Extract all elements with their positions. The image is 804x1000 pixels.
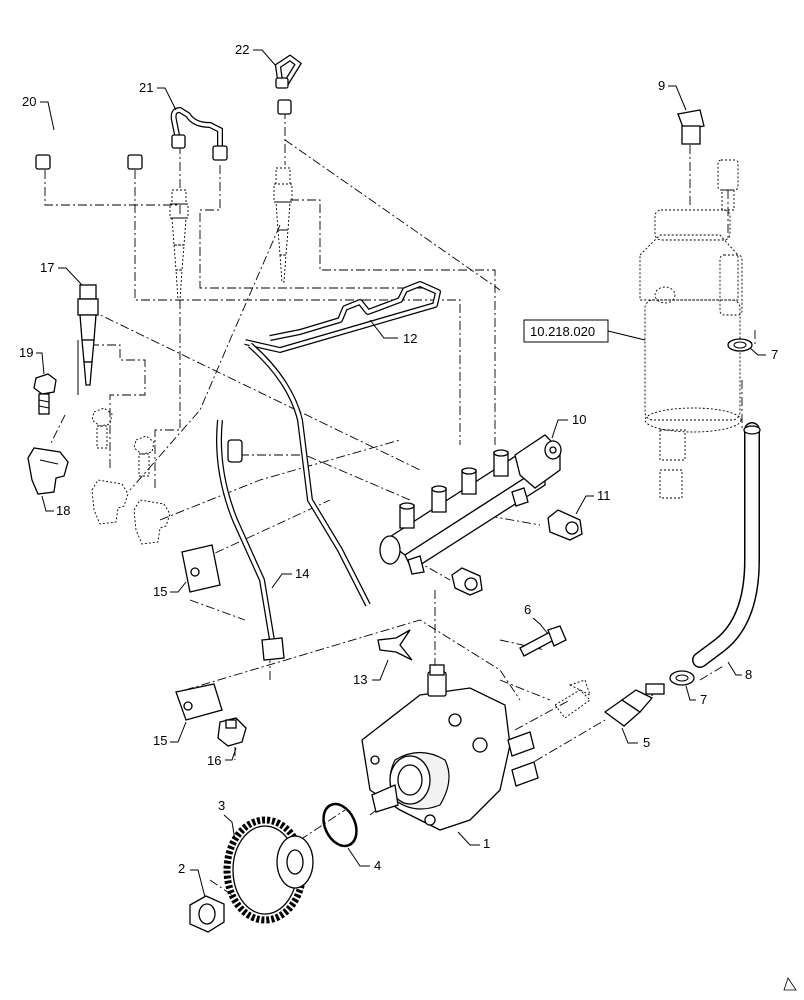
fuel-pipe-21 (170, 106, 228, 161)
callout-15-upper[interactable]: 15 (153, 584, 167, 599)
bolt-11 (547, 509, 583, 541)
callout-22[interactable]: 22 (235, 42, 249, 57)
callout-19[interactable]: 19 (19, 345, 33, 360)
callout-17[interactable]: 17 (40, 260, 54, 275)
bolt-9 (677, 109, 705, 145)
injector-17 (77, 284, 99, 395)
elbow-fitting-ghost (554, 679, 591, 719)
fuel-pipe-20 (35, 128, 143, 170)
callout-1[interactable]: 1 (483, 836, 490, 851)
hose-clamp-7-lower (669, 670, 695, 686)
reference-box[interactable]: 10.218.020 (523, 319, 646, 343)
callout-21[interactable]: 21 (139, 80, 153, 95)
callout-15-lower[interactable]: 15 (153, 733, 167, 748)
callout-10[interactable]: 10 (572, 412, 586, 427)
callout-8[interactable]: 8 (745, 667, 752, 682)
bolt-19 (33, 373, 57, 415)
bracket-15-lower (175, 683, 223, 721)
callout-7-lower[interactable]: 7 (700, 692, 707, 707)
callout-16[interactable]: 16 (207, 753, 221, 768)
common-rail-10 (379, 434, 562, 575)
callout-14[interactable]: 14 (295, 566, 309, 581)
callout-20[interactable]: 20 (22, 94, 36, 109)
bolt-ghost-a (91, 407, 113, 449)
callout-11[interactable]: 11 (597, 488, 611, 503)
callout-5[interactable]: 5 (643, 735, 650, 750)
injector-ghost-left (169, 189, 189, 301)
callout-3[interactable]: 3 (218, 798, 225, 813)
o-ring-4 (322, 802, 358, 848)
callout-4[interactable]: 4 (374, 858, 381, 873)
bolt-ghost-b (133, 435, 155, 477)
clamp-ghost-a (91, 479, 129, 525)
return-pipe-14 (216, 419, 285, 661)
reference-label[interactable]: 10.218.020 (530, 324, 595, 339)
bracket-15-upper (181, 544, 221, 593)
fitting-5 (603, 683, 665, 727)
nut-2 (189, 895, 225, 933)
bolt-ghost-rail (451, 567, 483, 596)
clamp-ghost-b (133, 499, 171, 545)
fuel-pipe-22 (274, 54, 302, 115)
clamp-18 (27, 447, 69, 495)
leak-off-pipe-12 (244, 281, 441, 607)
bolt-6 (519, 625, 567, 657)
fuel-filter-housing (639, 159, 743, 499)
fuel-hose-8 (692, 422, 761, 668)
callout-12[interactable]: 12 (403, 331, 417, 346)
bolt-16 (217, 717, 247, 747)
callout-9[interactable]: 9 (658, 78, 665, 93)
high-pressure-pump-1 (361, 664, 539, 831)
drive-gear-3 (223, 816, 314, 924)
hose-clamp-7-upper (727, 338, 753, 352)
injector-ghost-right (273, 167, 293, 283)
callout-18[interactable]: 18 (56, 503, 70, 518)
callout-13[interactable]: 13 (353, 672, 367, 687)
callouts: 1 2 3 4 5 6 7 7 8 9 10 11 12 13 14 15 15 (19, 42, 778, 898)
callout-2[interactable]: 2 (178, 861, 185, 876)
callout-7-upper[interactable]: 7 (771, 347, 778, 362)
corner-mark-icon (783, 977, 797, 991)
clip-13 (377, 629, 413, 661)
callout-6[interactable]: 6 (524, 602, 531, 617)
